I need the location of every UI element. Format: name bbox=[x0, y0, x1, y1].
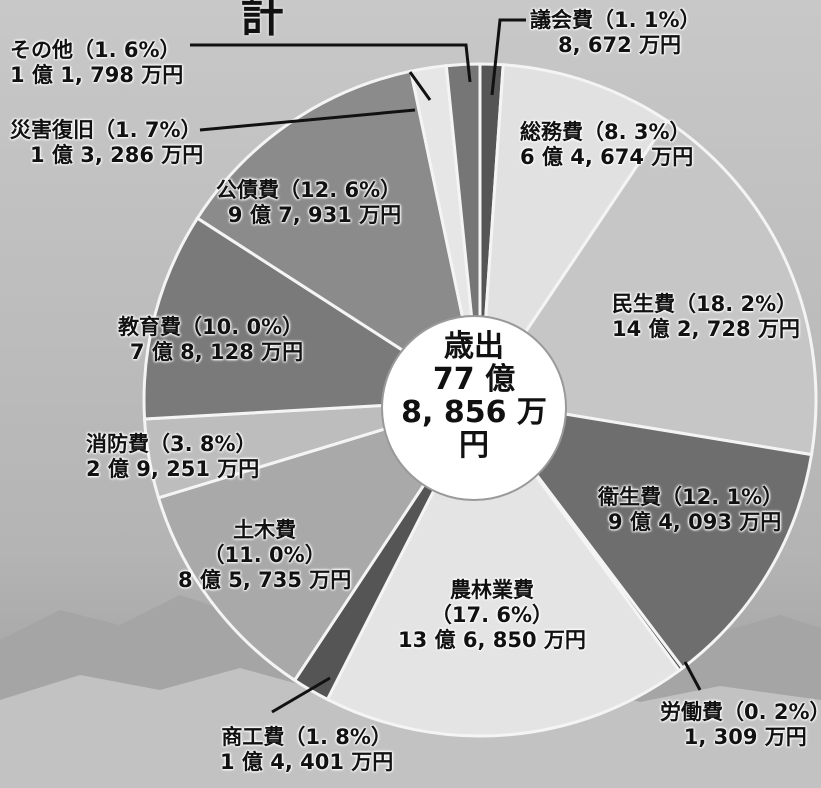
slice-label-kosai: 公債費（12. 6%） 9 億 7, 931 万円 bbox=[216, 178, 402, 227]
slice-label-saigai: 災害復旧（1. 7%） 1 億 3, 286 万円 bbox=[10, 118, 204, 167]
leader-line bbox=[190, 43, 472, 83]
slice-label-shoko: 商工費（1. 8%） 1 億 4, 401 万円 bbox=[220, 725, 394, 774]
leader-line bbox=[199, 108, 416, 132]
pie-slice bbox=[156, 397, 484, 683]
title-fragment: 計 bbox=[240, 0, 284, 42]
pie-slice bbox=[195, 69, 483, 404]
pie-slice bbox=[325, 397, 682, 738]
slice-label-kyoiku: 教育費（10. 0%） 7 億 8, 128 万円 bbox=[118, 315, 304, 364]
leader-line bbox=[408, 71, 432, 101]
slice-label-eisei: 衛生費（12. 1%） 9 億 4, 093 万円 bbox=[598, 485, 784, 534]
pie-center-disc bbox=[381, 315, 567, 501]
leader-line bbox=[683, 661, 702, 691]
slice-label-norin: 農林業費 （17. 6%） 13 億 6, 850 万円 bbox=[398, 578, 586, 652]
slice-label-doboku: 土木費 （11. 0%） 8 億 5, 735 万円 bbox=[178, 518, 352, 592]
pie-slice bbox=[478, 63, 670, 406]
slice-label-minsei: 民生費（18. 2%） 14 億 2, 728 万円 bbox=[612, 292, 800, 341]
center-label: 歳出 77 億 8, 856 万円 bbox=[388, 330, 560, 480]
slice-label-gikai: 議会費（1. 1%） 8, 672 万円 bbox=[530, 8, 701, 57]
pie-slice bbox=[476, 397, 814, 671]
leader-line bbox=[271, 676, 331, 714]
center-label-line-3: 8, 856 万円 bbox=[401, 395, 547, 463]
slice-label-somu: 総務費（8. 3%） 6 億 4, 674 万円 bbox=[520, 120, 694, 169]
slice-label-sonota: その他（1. 6%） 1 億 1, 798 万円 bbox=[10, 38, 184, 87]
leader-line bbox=[490, 18, 526, 96]
slice-label-rodo: 労働費（0. 2%） 1, 309 万円 bbox=[660, 700, 821, 749]
center-label-line-1: 歳出 bbox=[444, 329, 504, 364]
pie-slice bbox=[477, 118, 818, 457]
center-label-line-2: 77 億 bbox=[432, 362, 516, 397]
slice-label-shobo: 消防費（3. 8%） 2 億 9, 251 万円 bbox=[86, 432, 260, 481]
